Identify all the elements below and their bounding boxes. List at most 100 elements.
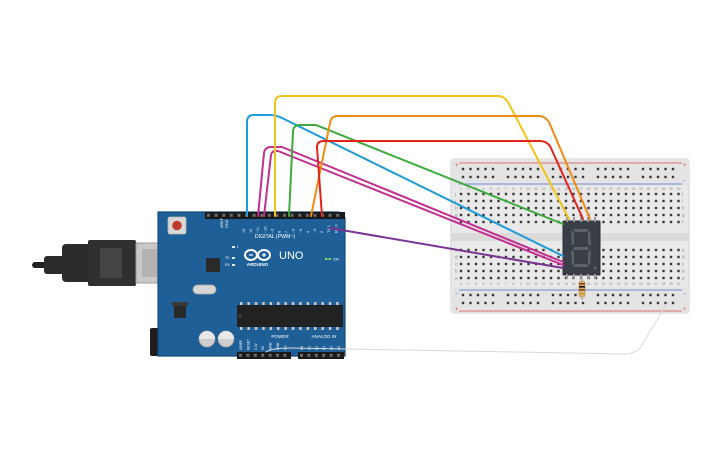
- breadboard-hole[interactable]: [474, 206, 478, 210]
- breadboard-hole[interactable]: [572, 199, 575, 203]
- breadboard-hole[interactable]: [624, 220, 628, 224]
- breadboard-hole[interactable]: [609, 255, 613, 259]
- rail-hole[interactable]: [559, 301, 562, 305]
- breadboard-hole[interactable]: [609, 262, 613, 266]
- breadboard-hole[interactable]: [617, 269, 620, 273]
- breadboard-hole[interactable]: [549, 206, 553, 210]
- breadboard-hole[interactable]: [474, 220, 478, 224]
- breadboard-hole[interactable]: [534, 199, 538, 203]
- breadboard-hole[interactable]: [482, 206, 485, 210]
- breadboard-hole[interactable]: [534, 269, 538, 273]
- breadboard-hole[interactable]: [587, 199, 590, 203]
- breadboard-hole[interactable]: [497, 192, 500, 196]
- rail-hole[interactable]: [521, 175, 525, 179]
- breadboard-hole[interactable]: [669, 255, 673, 259]
- breadboard-hole[interactable]: [632, 206, 635, 210]
- breadboard-hole[interactable]: [489, 248, 493, 252]
- breadboard-hole[interactable]: [632, 213, 635, 217]
- analog-pin[interactable]: [300, 353, 303, 357]
- breadboard-hole[interactable]: [677, 199, 680, 203]
- breadboard-hole[interactable]: [677, 255, 680, 259]
- digital-pin[interactable]: [290, 213, 294, 217]
- breadboard-hole[interactable]: [549, 262, 553, 266]
- breadboard-hole[interactable]: [647, 192, 650, 196]
- rail-hole[interactable]: [566, 301, 570, 305]
- breadboard-hole[interactable]: [609, 269, 613, 273]
- breadboard-hole[interactable]: [489, 220, 493, 224]
- breadboard-hole[interactable]: [549, 192, 553, 196]
- breadboard-hole[interactable]: [557, 213, 560, 217]
- breadboard-hole[interactable]: [632, 269, 635, 273]
- breadboard-hole[interactable]: [602, 255, 605, 259]
- analog-pin[interactable]: [307, 353, 311, 357]
- breadboard-hole[interactable]: [534, 255, 538, 259]
- breadboard-hole[interactable]: [669, 269, 673, 273]
- breadboard-hole[interactable]: [602, 262, 605, 266]
- rail-hole[interactable]: [574, 175, 577, 179]
- rail-hole[interactable]: [536, 293, 540, 297]
- breadboard-hole[interactable]: [504, 206, 508, 210]
- breadboard-hole[interactable]: [632, 199, 635, 203]
- breadboard-hole[interactable]: [669, 220, 673, 224]
- breadboard-hole[interactable]: [489, 206, 493, 210]
- breadboard-hole[interactable]: [489, 262, 493, 266]
- breadboard-hole[interactable]: [504, 269, 508, 273]
- digital-pin[interactable]: [267, 213, 271, 217]
- rail-hole[interactable]: [484, 301, 487, 305]
- breadboard-hole[interactable]: [497, 269, 500, 273]
- rail-hole[interactable]: [671, 293, 675, 297]
- rail-hole[interactable]: [641, 293, 645, 297]
- breadboard-hole[interactable]: [512, 269, 515, 273]
- breadboard-hole[interactable]: [482, 248, 485, 252]
- rail-hole[interactable]: [566, 175, 570, 179]
- breadboard-hole[interactable]: [482, 269, 485, 273]
- breadboard-hole[interactable]: [549, 220, 553, 224]
- breadboard-hole[interactable]: [519, 276, 523, 280]
- breadboard-hole[interactable]: [669, 199, 673, 203]
- breadboard-hole[interactable]: [654, 199, 658, 203]
- breadboard-hole[interactable]: [497, 248, 500, 252]
- breadboard-hole[interactable]: [527, 206, 530, 210]
- rail-hole[interactable]: [529, 175, 532, 179]
- breadboard-hole[interactable]: [662, 269, 665, 273]
- breadboard-hole[interactable]: [482, 199, 485, 203]
- breadboard-hole[interactable]: [632, 262, 635, 266]
- breadboard-hole[interactable]: [669, 276, 673, 280]
- breadboard-hole[interactable]: [639, 248, 643, 252]
- breadboard-hole[interactable]: [624, 213, 628, 217]
- breadboard-hole[interactable]: [654, 206, 658, 210]
- rail-hole[interactable]: [611, 293, 615, 297]
- breadboard-hole[interactable]: [482, 262, 485, 266]
- rail-hole[interactable]: [529, 167, 532, 171]
- breadboard-hole[interactable]: [564, 192, 568, 196]
- breadboard-hole[interactable]: [542, 276, 545, 280]
- power-pin[interactable]: [261, 353, 265, 357]
- breadboard-hole[interactable]: [632, 192, 635, 196]
- rail-hole[interactable]: [506, 175, 510, 179]
- rail-hole[interactable]: [604, 175, 607, 179]
- breadboard-hole[interactable]: [587, 206, 590, 210]
- breadboard-hole[interactable]: [459, 262, 463, 266]
- breadboard-hole[interactable]: [624, 199, 628, 203]
- breadboard-hole[interactable]: [542, 220, 545, 224]
- rail-hole[interactable]: [649, 301, 652, 305]
- breadboard-hole[interactable]: [647, 248, 650, 252]
- breadboard-hole[interactable]: [467, 248, 470, 252]
- breadboard-hole[interactable]: [602, 199, 605, 203]
- rail-hole[interactable]: [461, 293, 465, 297]
- breadboard-hole[interactable]: [662, 192, 665, 196]
- rail-hole[interactable]: [521, 167, 525, 171]
- breadboard-hole[interactable]: [602, 192, 605, 196]
- breadboard-hole[interactable]: [624, 248, 628, 252]
- breadboard-hole[interactable]: [527, 248, 530, 252]
- breadboard-hole[interactable]: [639, 269, 643, 273]
- breadboard-hole[interactable]: [594, 192, 598, 196]
- rail-hole[interactable]: [574, 293, 577, 297]
- analog-pin[interactable]: [314, 353, 318, 357]
- breadboard-hole[interactable]: [527, 199, 530, 203]
- breadboard-hole[interactable]: [639, 220, 643, 224]
- breadboard-hole[interactable]: [579, 199, 583, 203]
- rail-hole[interactable]: [671, 301, 675, 305]
- rail-hole[interactable]: [611, 167, 615, 171]
- breadboard-hole[interactable]: [504, 276, 508, 280]
